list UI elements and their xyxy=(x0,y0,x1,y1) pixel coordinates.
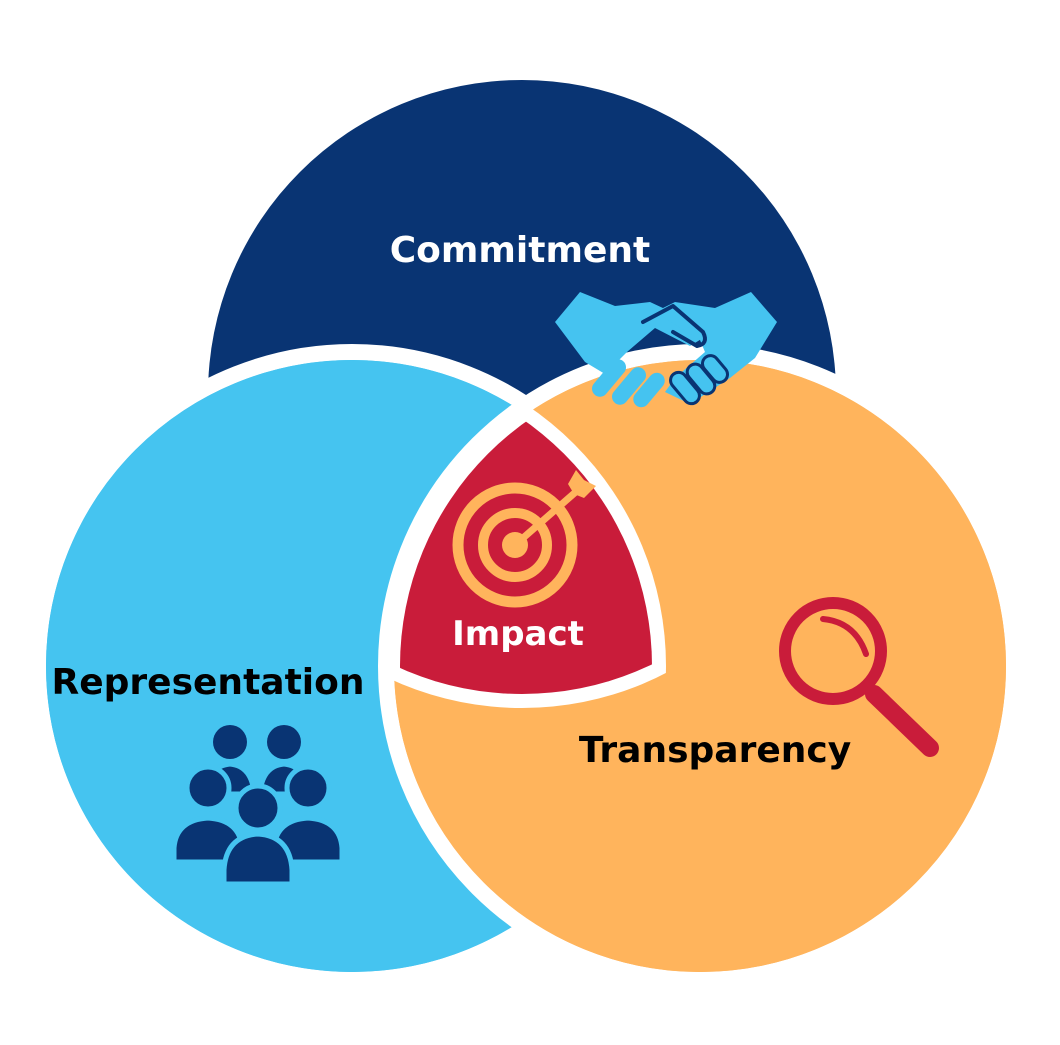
magnifying-glass-icon xyxy=(779,597,939,757)
representation-label: Representation xyxy=(52,662,365,703)
target-arrow-icon xyxy=(452,470,596,608)
impact-label: Impact xyxy=(452,614,584,654)
handshake-icon xyxy=(555,292,777,408)
commitment-label: Commitment xyxy=(390,230,651,271)
transparency-label: Transparency xyxy=(579,730,851,771)
people-group-icon xyxy=(171,725,345,887)
